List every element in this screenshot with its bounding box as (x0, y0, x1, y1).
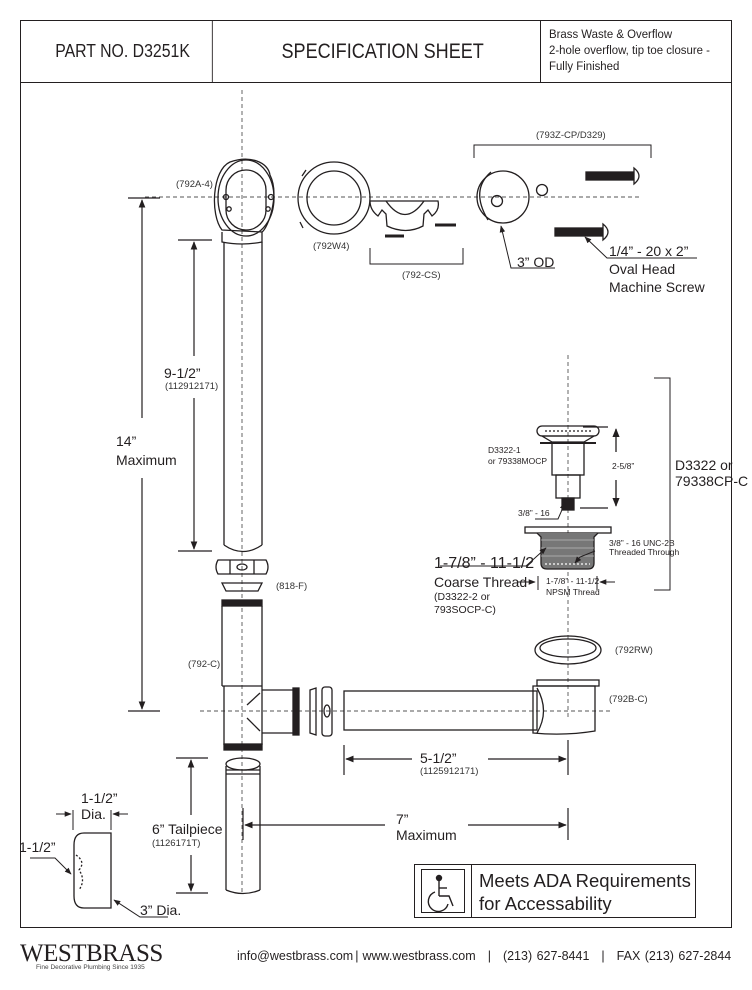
stopper-thread: 3/8” - 16 (518, 508, 550, 518)
stopper-assembly-label: D3322 or (675, 457, 733, 473)
stopper-assembly-label-2: 79338CP-C (675, 473, 749, 489)
part-label-rubber-washer: (792RW) (615, 645, 653, 656)
description-line: 2-hole overflow, tip toe closure - (549, 43, 710, 57)
coarse-thread-part-2: 793SOCP-C) (434, 604, 496, 616)
page-title: SPECIFICATION SHEET (225, 21, 541, 82)
email-link[interactable]: info@westbrass.com (237, 949, 354, 963)
tailpiece-length: 6” Tailpiece (152, 821, 223, 837)
tailpiece-part: (1126171T) (152, 838, 201, 849)
part-label-washer: (792W4) (313, 241, 350, 252)
ada-line-2: for Accessability (479, 893, 612, 914)
waste-arm-part: (1125912171) (420, 766, 479, 777)
clip-set (369, 200, 464, 265)
stopper-part-1b: or 79338MOCP (488, 456, 548, 466)
part-label-tee: (792-C) (188, 659, 221, 670)
coarse-thread-part: (D3322-2 or (434, 591, 491, 603)
wheelchair-icon (427, 874, 454, 913)
footer: WESTBRASS Fine Decorative Plumbing Since… (20, 940, 732, 980)
tail-dia-label: Dia. (81, 806, 106, 822)
slip-nut (215, 559, 269, 592)
overflow-tube (223, 242, 263, 553)
tee-fitting (221, 599, 333, 751)
waste-arm-length: 5-1/2” (420, 750, 457, 766)
ada-line-1: Meets ADA Requirements (479, 870, 691, 891)
stopper-height: 2-5/8” (612, 461, 635, 471)
stopper-part-1: D3322-1 (488, 445, 521, 455)
tail-side-dimension: 1-1/2” (19, 839, 56, 855)
overflow-tube-length: 9-1/2” (164, 365, 201, 381)
ada-icon-cell (415, 865, 472, 917)
dimension-6in (176, 757, 208, 894)
part-label-shoe: (792B-C) (609, 694, 648, 705)
header: PART NO. D3251K SPECIFICATION SHEET Bras… (21, 21, 731, 83)
rubber-washer (534, 635, 602, 665)
tailpiece (225, 757, 261, 895)
tail-bottom-dimension: 3” Dia. (140, 902, 182, 918)
ada-compliance-badge: Meets ADA Requirements for Accessability (414, 864, 696, 918)
dimension-14in (128, 197, 160, 712)
wheelchair-icon-frame (421, 869, 465, 913)
stopper-assembly (440, 377, 671, 591)
dimension-9-1-2in (178, 239, 212, 552)
brand-logo: WESTBRASS (20, 940, 163, 967)
max-height-value: 14” (116, 433, 137, 449)
dimension-5-1-2in (343, 740, 569, 775)
faceplate (473, 144, 697, 269)
tail-dia-value: 1-1/2” (81, 790, 118, 806)
overflow-washer (297, 161, 371, 235)
screw-size-label: 1/4” - 20 x 2” (609, 243, 689, 259)
faceplate-od-label: 3” OD (517, 254, 555, 270)
part-number: PART NO. D3251K (33, 21, 213, 82)
dimension-7in (242, 808, 569, 840)
npsm-thread-label: NPSM Thread (546, 587, 600, 597)
product-description: Brass Waste & Overflow 2-hole overflow, … (541, 21, 731, 82)
screw-type-label: Oval Head (609, 261, 676, 277)
ada-text: Meets ADA Requirements for Accessability (472, 865, 691, 917)
overflow-tube-part: (112912171) (165, 381, 219, 392)
part-label-faceplate: (793Z-CP/D329) (536, 130, 606, 141)
unc-thread-label-2: Threaded Through (609, 547, 680, 557)
website-link[interactable]: www.westbrass.com (362, 949, 476, 963)
tailpiece-end-detail (30, 810, 168, 918)
friction-washer (220, 582, 264, 592)
overflow-elbow (213, 158, 275, 245)
brand-tagline: Fine Decorative Plumbing Since 1935 (36, 964, 145, 971)
contact-info: info@westbrass.com|www.westbrass.com|(21… (237, 949, 732, 963)
reach-value: 7” (396, 811, 409, 827)
part-label-elbow: (792A-4) (176, 179, 213, 190)
fax-number: FAX (213) 627-2844 (616, 949, 732, 963)
screw-type-label-2: Machine Screw (609, 279, 705, 295)
spec-sheet-frame: PART NO. D3251K SPECIFICATION SHEET Bras… (20, 20, 732, 928)
max-height-label: Maximum (116, 452, 177, 468)
reach-label: Maximum (396, 827, 457, 843)
description-line: Fully Finished (549, 59, 620, 73)
part-label-friction-washer: (818-F) (276, 581, 308, 592)
part-label-clip-set: (792-CS) (402, 270, 441, 281)
description-line: Brass Waste & Overflow (549, 27, 673, 41)
coarse-thread-label: Coarse Thread (434, 574, 528, 590)
waste-arm (343, 679, 600, 735)
title-text: SPECIFICATION SHEET (281, 39, 484, 63)
npsm-thread-size: 1-7/8” - 11-1/2 (546, 576, 600, 586)
unc-thread-label: 3/8” - 16 UNC-2B (609, 538, 675, 548)
coarse-thread-size: 1-7/8” - 11-1/2 (434, 555, 535, 572)
phone-number: (213) 627-8441 (502, 949, 590, 963)
